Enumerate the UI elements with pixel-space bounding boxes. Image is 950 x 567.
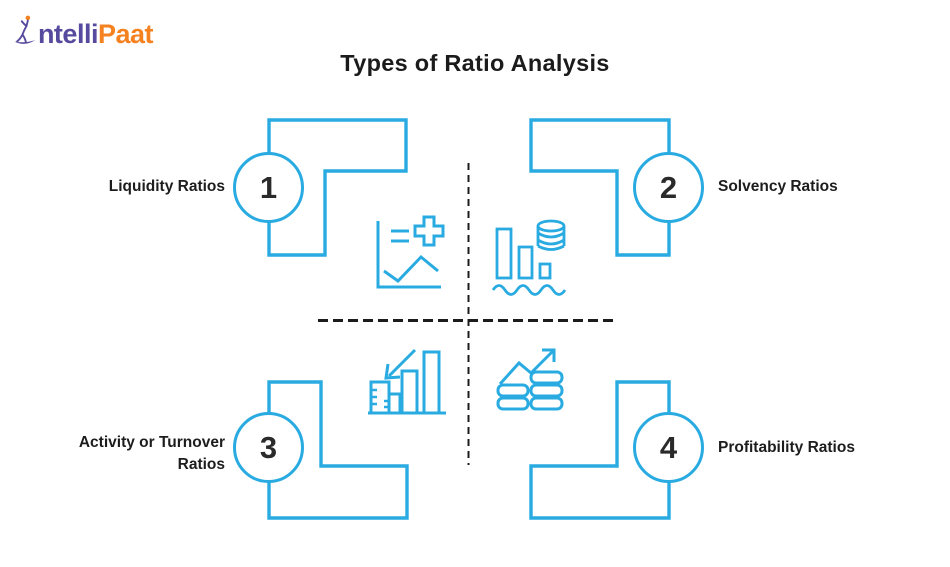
logo-wordmark: ntelliPaat	[37, 18, 154, 49]
growth-arrow-coins-icon	[496, 348, 564, 411]
connector-shape-3	[267, 380, 409, 520]
step-number: 1	[259, 169, 278, 205]
step-circle-2: 2	[633, 152, 704, 223]
chart-plus-icon	[376, 215, 445, 289]
label-profitability-ratios: Profitability Ratios	[718, 439, 855, 456]
sinking-bars-coins-icon	[491, 219, 567, 296]
step-number: 2	[659, 169, 678, 205]
connector-shape-2	[529, 118, 671, 257]
logo-text-ntelli: ntelli	[37, 18, 99, 49]
step-circle-3: 3	[233, 412, 304, 483]
step-circle-1: 1	[233, 152, 304, 223]
page-title: Types of Ratio Analysis	[340, 50, 610, 76]
intellipaat-logo: ntelliPaat	[13, 6, 154, 54]
step-number: 4	[659, 429, 678, 465]
step-number: 3	[259, 429, 278, 465]
label-liquidity-ratios: Liquidity Ratios	[108, 178, 225, 195]
connector-shape-1	[267, 118, 408, 257]
connector-shape-4	[529, 380, 671, 520]
label-solvency-ratios: Solvency Ratios	[718, 178, 838, 195]
logo-figure-icon	[14, 15, 36, 44]
logo-text-paat: Paat	[97, 18, 154, 49]
label-activity-turnover-ratios: Activity or Turnover Ratios	[78, 434, 225, 473]
turnover-bars-arrow-icon	[368, 348, 446, 415]
step-circle-4: 4	[633, 412, 704, 483]
